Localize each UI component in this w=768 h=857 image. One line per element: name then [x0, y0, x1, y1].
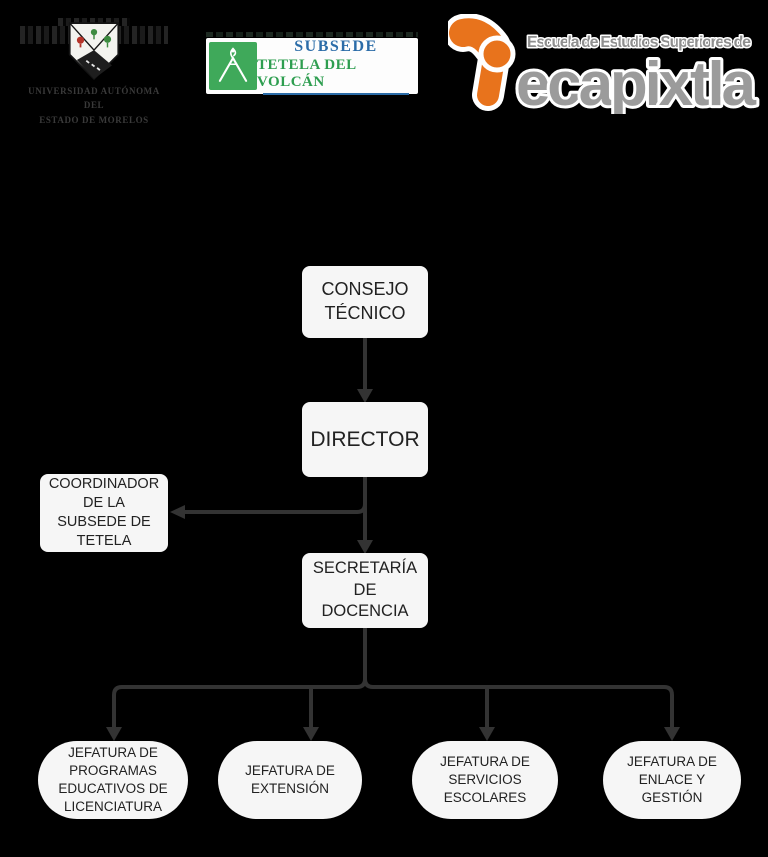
org-node-jefatura-servicios: JEFATURA DE SERVICIOS ESCOLARES: [412, 741, 558, 819]
subsede-text: SUBSEDE TETELA DEL VOLCÁN: [257, 38, 415, 95]
tiny-text-strip: [206, 32, 418, 37]
uaem-shield-emblems: [76, 28, 112, 48]
arrowhead-down: [303, 727, 319, 741]
uaem-motto-decoration: [20, 26, 72, 44]
arrow-heads: [106, 389, 680, 741]
org-node-jefatura-enlace: JEFATURA DE ENLACE Y GESTIÓN: [603, 741, 741, 819]
org-node-jefatura-extension: JEFATURA DE EXTENSIÓN: [218, 741, 362, 819]
uaem-motto-decoration: [116, 26, 168, 44]
org-node-jefatura-programas: JEFATURA DE PROGRAMAS EDUCATIVOS DE LICE…: [38, 741, 188, 819]
volcano-icon: [218, 47, 248, 82]
subsede-box: SUBSEDE TETELA DEL VOLCÁN: [206, 38, 418, 95]
ecapixtla-logo: Escuela de Estudios Superiores de ecapix…: [444, 13, 760, 122]
uaem-shield-row: [18, 18, 170, 82]
arrowhead-down: [106, 727, 122, 741]
arrowhead-down: [357, 540, 373, 554]
ecapixtla-tagline: Escuela de Estudios Superiores de: [527, 34, 751, 51]
subsede-logo: SUBSEDE TETELA DEL VOLCÁN: [206, 32, 418, 95]
uaem-logo: UNIVERSIDAD AUTÓNOMA DEL ESTADO DE MOREL…: [18, 18, 170, 125]
subsede-volcano-badge: [209, 42, 257, 90]
ecapixtla-wordmark: ecapixtla: [516, 50, 757, 114]
subsede-underline: [263, 92, 409, 95]
uaem-caption: UNIVERSIDAD AUTÓNOMA DEL ESTADO DE MOREL…: [28, 86, 160, 125]
uaem-shield-icon: [68, 22, 120, 81]
org-node-director: DIRECTOR: [302, 402, 428, 477]
org-node-coordinador-subsede: COORDINADOR DE LA SUBSEDE DE TETELA: [40, 474, 168, 552]
org-node-consejo-tecnico: CONSEJO TÉCNICO: [302, 266, 428, 338]
org-node-secretaria-docencia: SECRETARÍA DE DOCENCIA: [302, 553, 428, 628]
arrowhead-down: [664, 727, 680, 741]
arrowhead-down: [357, 389, 373, 403]
subsede-title: SUBSEDE: [294, 37, 378, 55]
subsede-subtitle: TETELA DEL VOLCÁN: [257, 56, 356, 90]
ecapixtla-y-icon: [444, 13, 516, 111]
arrowhead-left: [170, 505, 185, 519]
arrowhead-down: [479, 727, 495, 741]
